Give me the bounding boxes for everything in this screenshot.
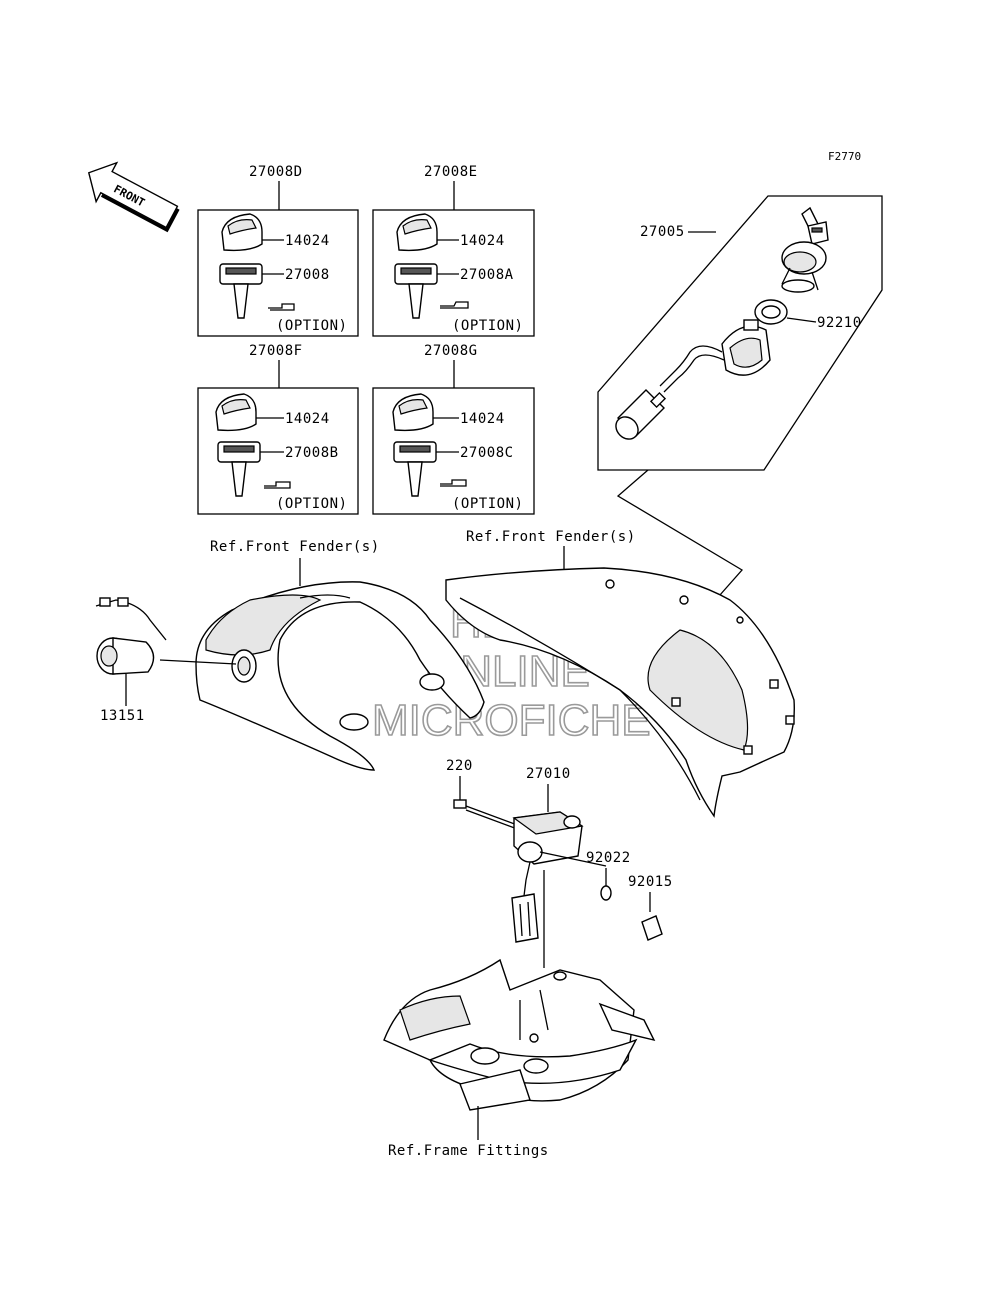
key-part: 27008 bbox=[285, 267, 330, 283]
key-blank-icon bbox=[217, 441, 261, 497]
cap-part: 14024 bbox=[460, 411, 505, 427]
key-blank-icon bbox=[219, 263, 263, 319]
switch-barrel-icon bbox=[781, 241, 827, 293]
option-label: (OPTION) bbox=[452, 496, 523, 512]
key-icon bbox=[801, 206, 829, 245]
option-key-icon bbox=[268, 303, 295, 311]
part-92015: 92015 bbox=[628, 874, 673, 890]
bolt-icon bbox=[453, 799, 521, 831]
key-cap-icon bbox=[396, 213, 438, 252]
watermark-line-3: MICROFICHE bbox=[372, 696, 651, 745]
ref-front-fender-left: Ref.Front Fender(s) bbox=[210, 539, 380, 555]
kit-code: 27008D bbox=[249, 164, 303, 180]
frame-fittings bbox=[383, 958, 656, 1111]
option-key-icon bbox=[440, 301, 469, 309]
option-label: (OPTION) bbox=[276, 496, 347, 512]
figure-code: F2770 bbox=[828, 150, 861, 163]
key-part: 27008C bbox=[460, 445, 514, 461]
ref-frame-fittings: Ref.Frame Fittings bbox=[388, 1143, 549, 1159]
part-220: 220 bbox=[446, 758, 473, 774]
kit-box bbox=[372, 387, 535, 515]
kit-27008E: 27008E 14024 27008A (OPTION) bbox=[372, 164, 535, 337]
leader-line bbox=[616, 469, 744, 605]
socket-13151 bbox=[95, 597, 237, 706]
key-cap-icon bbox=[215, 393, 257, 432]
connector-icon bbox=[615, 389, 667, 440]
key-part: 27008A bbox=[460, 267, 514, 283]
wire-harness bbox=[659, 345, 723, 387]
cap-part: 14024 bbox=[460, 233, 505, 249]
option-label: (OPTION) bbox=[276, 318, 347, 334]
part-27005: 27005 bbox=[640, 224, 685, 240]
cap-part: 14024 bbox=[285, 411, 330, 427]
front-fender-right bbox=[445, 567, 795, 818]
part-13151: 13151 bbox=[100, 708, 145, 724]
detail-frame bbox=[597, 195, 883, 471]
kit-code: 27008G bbox=[424, 343, 478, 359]
key-part: 27008B bbox=[285, 445, 339, 461]
key-blank-icon bbox=[393, 441, 437, 497]
key-blank-icon bbox=[394, 263, 438, 319]
kit-27008F: 27008F 14024 27008B (OPTION) bbox=[197, 343, 359, 515]
option-label: (OPTION) bbox=[452, 318, 523, 334]
front-fender-left bbox=[195, 581, 485, 771]
part-92210: 92210 bbox=[817, 315, 862, 331]
switch-unit-27010 bbox=[512, 811, 584, 897]
front-direction-arrow: FRONT bbox=[87, 161, 180, 233]
kit-box bbox=[197, 209, 359, 337]
clip-icon bbox=[641, 915, 663, 941]
kit-box bbox=[197, 387, 359, 515]
switch-body-icon bbox=[721, 319, 771, 376]
nut-icon bbox=[754, 299, 788, 325]
wire-connector-icon bbox=[511, 893, 539, 943]
kit-27008D: 27008D 14024 27008 (OPTION) bbox=[197, 164, 359, 337]
option-key-icon bbox=[440, 479, 467, 487]
kit-code: 27008F bbox=[249, 343, 303, 359]
kit-27008G: 27008G 14024 27008C (OPTION) bbox=[372, 343, 535, 515]
kit-box bbox=[372, 209, 535, 337]
washer-icon bbox=[600, 885, 612, 901]
cap-part: 14024 bbox=[285, 233, 330, 249]
ref-front-fender-right: Ref.Front Fender(s) bbox=[466, 529, 636, 545]
part-92022: 92022 bbox=[586, 850, 631, 866]
kit-code: 27008E bbox=[424, 164, 478, 180]
key-cap-icon bbox=[392, 393, 434, 432]
part-27010: 27010 bbox=[526, 766, 571, 782]
key-cap-icon bbox=[221, 213, 263, 252]
ignition-switch-assembly: 27005 92210 bbox=[597, 195, 883, 471]
option-key-icon bbox=[264, 481, 291, 489]
